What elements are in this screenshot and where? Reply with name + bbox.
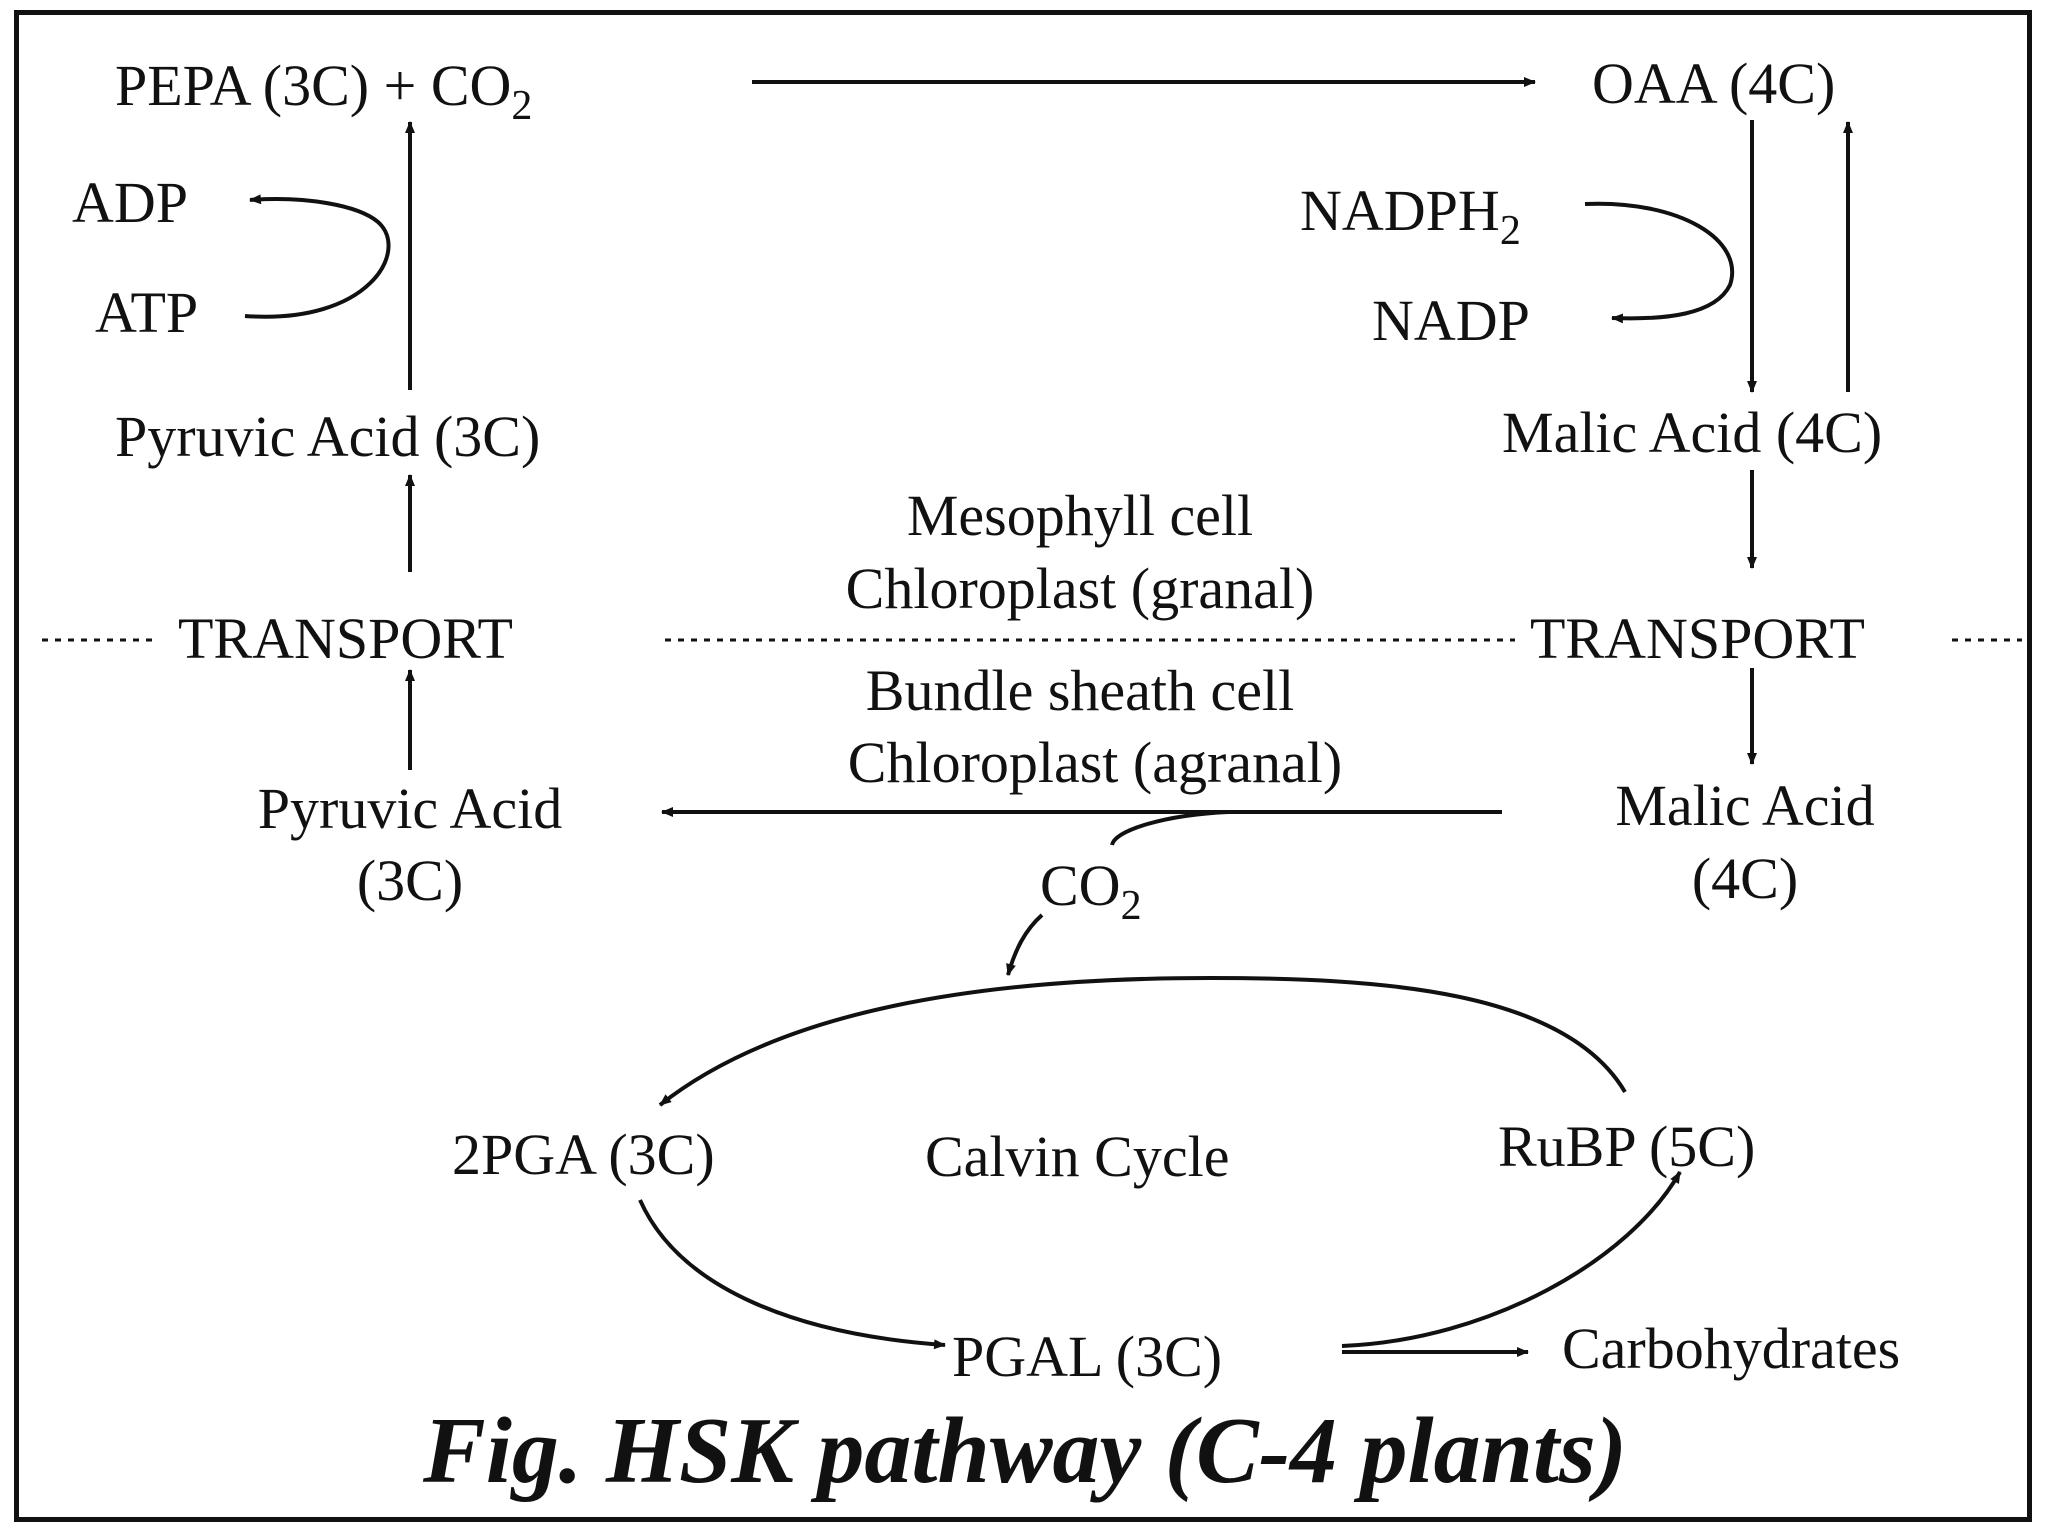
figure-caption: Fig. HSK pathway (C-4 plants) xyxy=(422,1399,1627,1503)
pgal-to-rubp-arc-arrow xyxy=(1341,1171,1682,1348)
pyruvic-top-label: Pyruvic Acid (3C) xyxy=(115,404,540,469)
figure-frame xyxy=(14,10,2032,1522)
nadph-nadp-curve-arrow xyxy=(1584,201,1734,324)
pga-to-pgal-arc-arrow xyxy=(638,1199,946,1350)
agranal-chloroplast-label: Chloroplast (agranal) xyxy=(848,730,1342,795)
pepa-label: PEPA (3C) + CO2 xyxy=(115,53,532,129)
adp-label: ADP xyxy=(72,170,188,235)
co2-release-curve xyxy=(1110,810,1229,846)
pga-label: 2PGA (3C) xyxy=(452,1122,715,1187)
carbohydrates-label: Carbohydrates xyxy=(1562,1316,1900,1381)
pyruvic-bottom-carbon-label: (3C) xyxy=(357,848,463,913)
nadph-label: NADPH2 xyxy=(1300,178,1521,254)
atp-adp-curve-arrow xyxy=(244,194,391,319)
granal-chloroplast-label: Chloroplast (granal) xyxy=(846,556,1315,621)
rubp-label: RuBP (5C) xyxy=(1498,1114,1755,1179)
mesophyll-cell-label: Mesophyll cell xyxy=(907,483,1253,548)
transport-left-label: TRANSPORT xyxy=(178,606,513,671)
bundle-sheath-label: Bundle sheath cell xyxy=(866,658,1294,723)
rubp-to-pga-arc-arrow xyxy=(658,975,1627,1107)
calvin-cycle-label: Calvin Cycle xyxy=(925,1124,1229,1189)
pgal-label: PGAL (3C) xyxy=(952,1324,1222,1389)
co2-bottom-label: CO2 xyxy=(1040,853,1142,929)
pyruvic-bottom-label: Pyruvic Acid xyxy=(258,776,562,841)
transport-right-label: TRANSPORT xyxy=(1530,606,1865,671)
malic-bottom-carbon-label: (4C) xyxy=(1692,846,1798,911)
co2-to-cycle-arrow xyxy=(1006,913,1044,976)
nadp-label: NADP xyxy=(1372,288,1530,353)
oaa-label: OAA (4C) xyxy=(1592,51,1835,116)
malic-bottom-label: Malic Acid xyxy=(1615,773,1874,838)
atp-label: ATP xyxy=(95,280,198,345)
malic-top-label: Malic Acid (4C) xyxy=(1502,400,1882,465)
